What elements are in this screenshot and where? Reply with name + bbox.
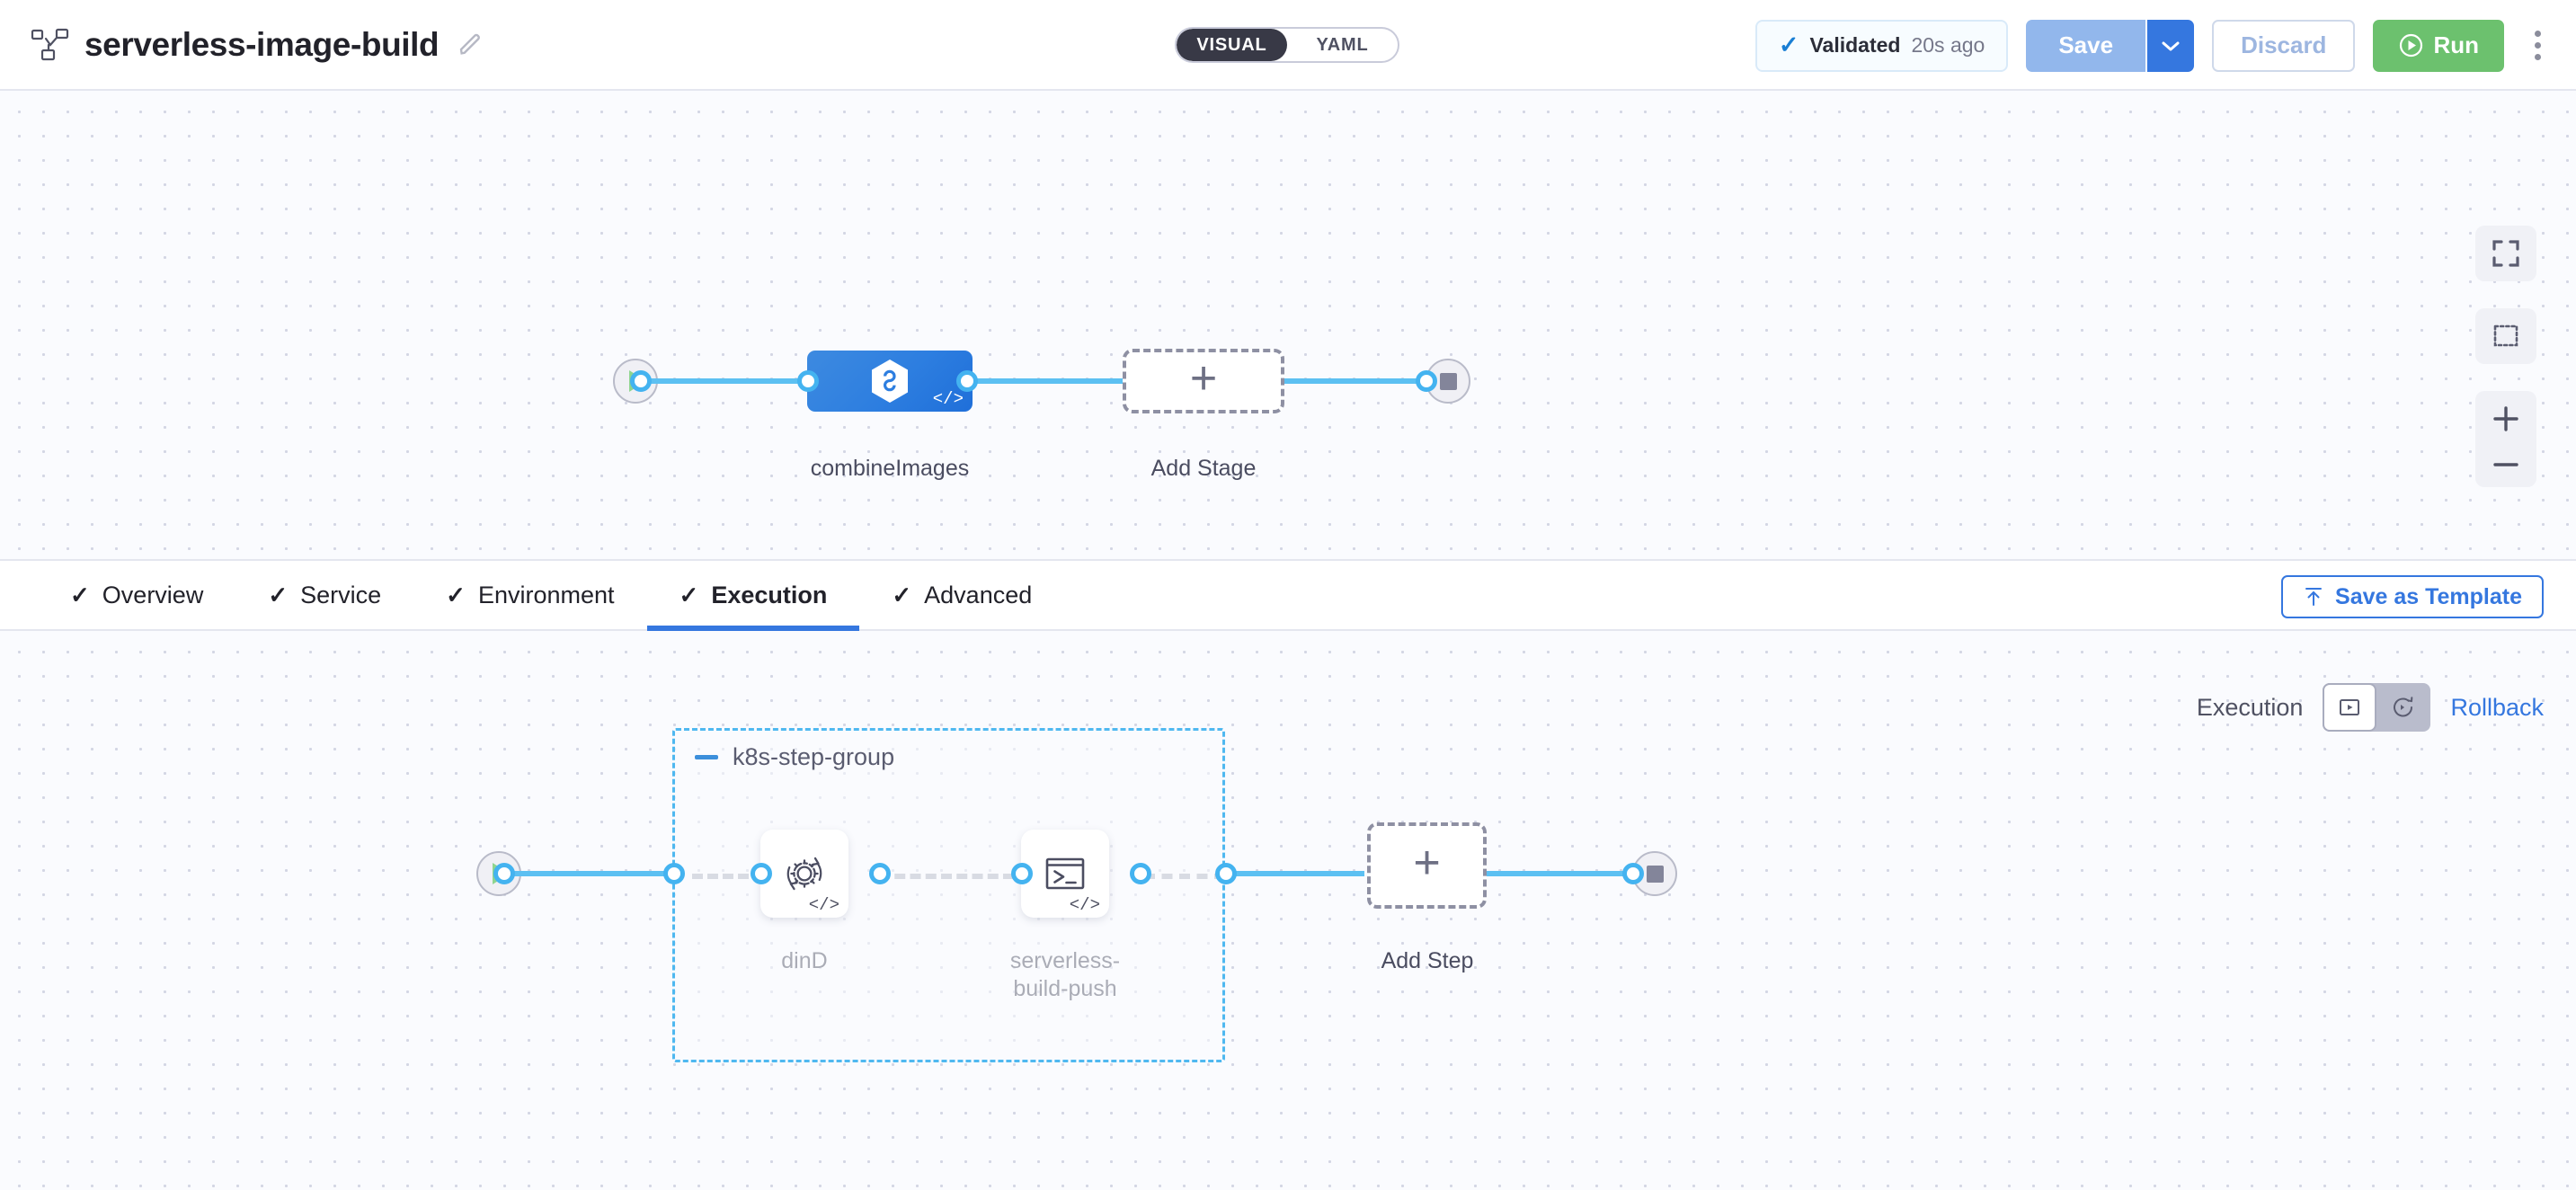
chevron-down-icon[interactable]	[2147, 19, 2195, 72]
app-header: serverless-image-build VISUAL YAML ✓ Val…	[0, 0, 2576, 91]
stage-canvas[interactable]: </> combineImages + Add Stage	[0, 91, 2576, 559]
rollback-view-toggle[interactable]	[2376, 683, 2430, 732]
zoom-out-button[interactable]	[2491, 458, 2521, 475]
check-icon: ✓	[892, 582, 912, 608]
tab-label: Environment	[477, 581, 615, 608]
tab-environment[interactable]: ✓ Environment	[413, 561, 646, 629]
execution-view-toggle[interactable]	[2323, 683, 2377, 732]
zoom-controls	[2475, 391, 2536, 487]
execution-rollback-switcher: Execution Rollback	[2197, 683, 2544, 732]
step-group-header: k8s-step-group	[695, 743, 894, 771]
step-card-dind[interactable]: </>	[760, 830, 848, 918]
header-left-group: serverless-image-build	[0, 26, 484, 64]
check-icon: ✓	[446, 582, 466, 608]
tab-label: Service	[300, 581, 382, 608]
port-dind-in[interactable]	[751, 863, 772, 884]
check-icon: ✓	[1778, 31, 1799, 58]
check-icon: ✓	[679, 582, 699, 608]
run-label: Run	[2433, 31, 2479, 58]
mode-option-visual[interactable]: VISUAL	[1177, 29, 1287, 61]
port-group-out[interactable]	[1215, 863, 1237, 884]
stage-code-badge: </>	[932, 389, 964, 409]
save-split-button[interactable]: Save	[2026, 19, 2195, 72]
canvas-controls	[2475, 226, 2536, 487]
mode-toggle[interactable]: VISUAL YAML	[1175, 27, 1399, 63]
plus-icon: +	[1413, 837, 1441, 889]
step-code-badge: </>	[808, 895, 839, 915]
pipeline-nodes-icon	[31, 27, 70, 63]
tab-overview[interactable]: ✓ Overview	[38, 561, 235, 629]
tab-advanced[interactable]: ✓ Advanced	[859, 561, 1064, 629]
add-step-button[interactable]: +	[1367, 822, 1487, 909]
tab-service[interactable]: ✓ Service	[235, 561, 413, 629]
port-exec-end-in[interactable]	[1622, 863, 1644, 884]
port-build-in[interactable]	[1011, 863, 1033, 884]
marquee-select-button[interactable]	[2475, 308, 2536, 364]
add-stage-label: Add Stage	[1150, 456, 1257, 481]
check-icon: ✓	[70, 582, 90, 608]
validated-timestamp: 20s ago	[1911, 33, 1985, 57]
header-actions: ✓ Validated 20s ago Save Discard Run	[1754, 0, 2553, 91]
port-start-out[interactable]	[630, 370, 652, 392]
vertical-dots-icon[interactable]	[2522, 20, 2553, 72]
terminal-icon	[1039, 848, 1091, 900]
collapse-minus-icon[interactable]	[695, 755, 718, 759]
status-badge: ✓ Validated 20s ago	[1754, 19, 2009, 72]
connector-group-to-addstep	[1221, 871, 1364, 876]
execution-canvas[interactable]: k8s-step-group </> dinD	[0, 631, 2576, 1190]
connector-addstep-to-end	[1486, 871, 1643, 876]
connector-start-to-stage	[640, 378, 811, 384]
run-button[interactable]: Run	[2373, 19, 2504, 72]
step-code-badge: </>	[1069, 895, 1100, 915]
tab-label: Execution	[711, 581, 828, 608]
validated-label: Validated	[1809, 33, 1901, 57]
port-stage-in[interactable]	[797, 370, 819, 392]
tab-list: ✓ Overview ✓ Service ✓ Environment ✓ Exe…	[0, 561, 1064, 631]
stage-tab-bar: ✓ Overview ✓ Service ✓ Environment ✓ Exe…	[0, 559, 2576, 631]
play-circle-icon	[2398, 32, 2424, 58]
port-exec-start-out[interactable]	[493, 863, 515, 884]
save-button[interactable]: Save	[2026, 19, 2148, 72]
edit-pencil-icon[interactable]	[457, 31, 484, 58]
rollback-label[interactable]: Rollback	[2450, 693, 2544, 721]
add-step-label: Add Step	[1381, 948, 1474, 973]
connector-start-to-group	[503, 871, 683, 876]
fit-to-screen-button[interactable]	[2475, 226, 2536, 281]
save-as-template-label: Save as Template	[2335, 583, 2522, 609]
tab-label: Advanced	[924, 581, 1033, 608]
stage-label: combineImages	[810, 456, 970, 481]
port-dind-out[interactable]	[869, 863, 891, 884]
port-end-in[interactable]	[1416, 370, 1437, 392]
gear-refresh-icon	[778, 848, 831, 900]
ci-hexagon-icon	[865, 356, 915, 406]
add-stage-button[interactable]: +	[1123, 349, 1284, 413]
view-segmented-control	[2323, 683, 2431, 732]
page-title: serverless-image-build	[84, 25, 440, 63]
discard-button[interactable]: Discard	[2212, 19, 2356, 72]
step-group-title: k8s-step-group	[733, 743, 895, 770]
port-build-out[interactable]	[1130, 863, 1151, 884]
stage-node-combineimages[interactable]: </>	[807, 351, 973, 412]
zoom-in-button[interactable]	[2491, 404, 2521, 439]
mode-option-yaml[interactable]: YAML	[1316, 34, 1369, 55]
port-stage-out[interactable]	[956, 370, 978, 392]
connector-addstage-to-end	[1276, 378, 1434, 384]
connector-stage-to-addstage	[966, 378, 1133, 384]
tab-label: Overview	[102, 581, 204, 608]
plus-icon: +	[1189, 352, 1218, 404]
step-card-serverless-build-push[interactable]: </>	[1021, 830, 1109, 918]
tab-execution[interactable]: ✓ Execution	[646, 561, 860, 631]
step-group-k8s[interactable]: k8s-step-group	[672, 728, 1225, 1062]
execution-mode-label: Execution	[2196, 693, 2304, 721]
port-group-in[interactable]	[663, 863, 685, 884]
template-upload-icon	[2303, 586, 2324, 608]
stop-square-icon	[1439, 372, 1457, 390]
stop-square-icon	[1646, 865, 1664, 883]
check-icon: ✓	[268, 582, 289, 608]
save-as-template-button[interactable]: Save as Template	[2281, 575, 2544, 618]
